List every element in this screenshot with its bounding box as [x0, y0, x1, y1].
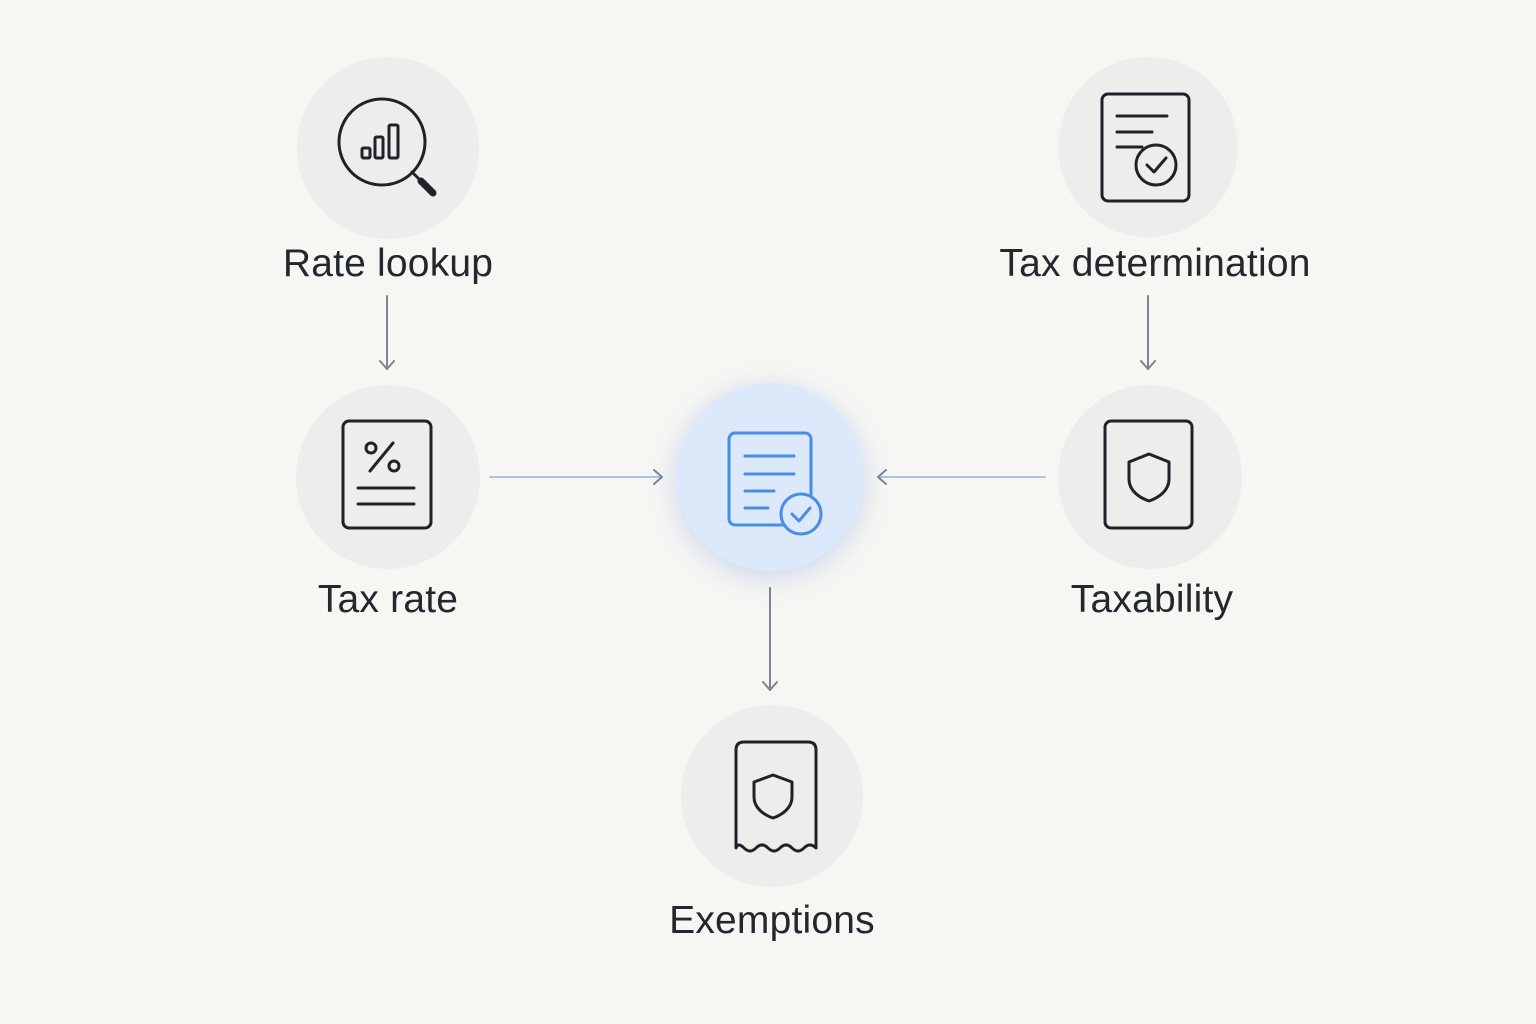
label-rate-lookup: Rate lookup: [282, 242, 494, 285]
label-tax-determination: Tax determination: [999, 242, 1311, 285]
node-tax-rate: [296, 385, 480, 569]
node-rate-lookup: [297, 57, 479, 239]
shield-document-icon: [1103, 419, 1194, 530]
percent-document-icon: [341, 419, 433, 530]
magnifier-chart-icon: [337, 97, 437, 197]
label-tax-rate: Tax rate: [317, 578, 459, 621]
shield-receipt-icon: [734, 740, 818, 853]
edge-taxability-to-hub: [877, 469, 1046, 485]
label-exemptions: Exemptions: [669, 899, 875, 942]
node-taxability: [1058, 385, 1242, 569]
edge-tax-determination-to-taxability: [1140, 295, 1156, 370]
node-tax-determination: [1058, 57, 1238, 237]
edge-hub-to-exemptions: [762, 587, 778, 691]
document-check-icon: [1100, 92, 1191, 203]
node-exemptions: [681, 705, 863, 887]
document-check-icon: [727, 431, 823, 536]
edge-tax-rate-to-hub: [489, 469, 663, 485]
node-hub: [676, 383, 864, 571]
label-taxability: Taxability: [1070, 578, 1234, 621]
edge-rate-lookup-to-tax-rate: [379, 295, 395, 370]
